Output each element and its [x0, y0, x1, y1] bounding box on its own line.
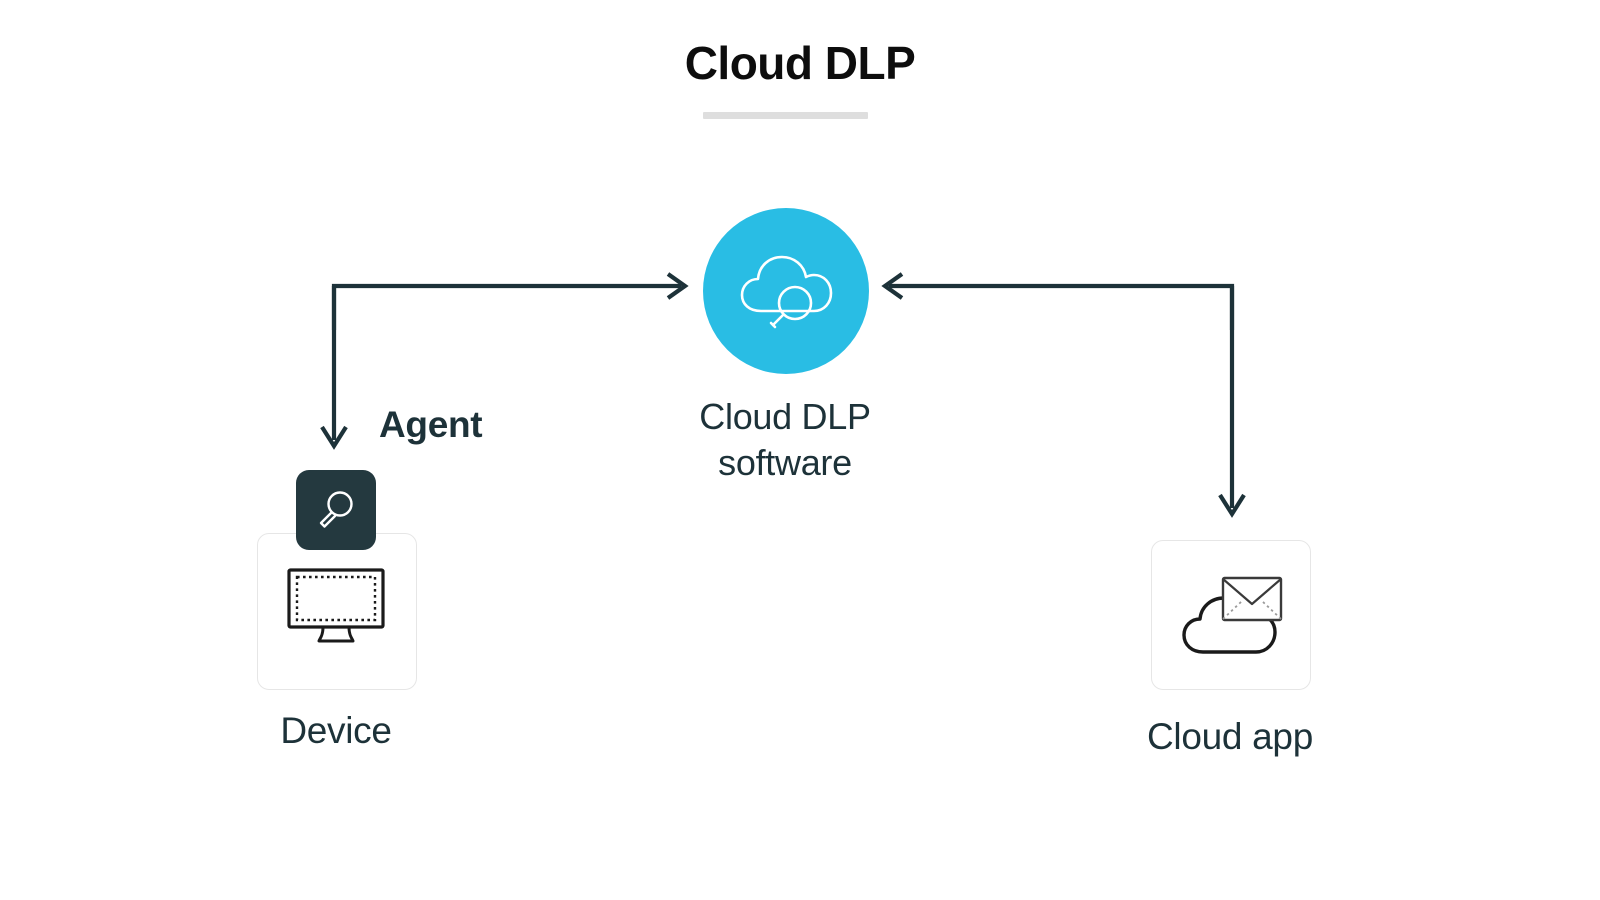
device-label: Device	[280, 710, 392, 751]
cloud-magnifier-icon	[740, 255, 833, 329]
connector-hub-to-device-arrowhead	[320, 425, 348, 450]
hub-label-line2: software	[718, 442, 852, 484]
title-underline-rule	[703, 112, 868, 119]
monitor-icon	[287, 568, 385, 643]
agent-label: Agent	[379, 404, 483, 445]
agent-badge[interactable]	[296, 470, 376, 550]
connector-cloud-app-to-hub-arrowhead	[881, 272, 904, 300]
connector-device-to-hub-arrowhead	[666, 272, 689, 300]
magnifier-icon	[319, 491, 353, 528]
page-title: Cloud DLP	[684, 37, 916, 89]
hub-label: Cloud DLP software	[625, 394, 945, 486]
hub-label-line1: Cloud DLP	[699, 396, 871, 437]
connector-device-to-hub-line	[331, 283, 681, 330]
connector-cloud-app-to-hub-line	[889, 283, 1235, 330]
cloud-dlp-hub-node[interactable]	[703, 208, 869, 374]
connector-hub-to-cloud-app-arrowhead	[1218, 493, 1246, 518]
cloud-app-label: Cloud app	[1147, 716, 1313, 757]
cloud-envelope-icon	[1182, 576, 1283, 654]
